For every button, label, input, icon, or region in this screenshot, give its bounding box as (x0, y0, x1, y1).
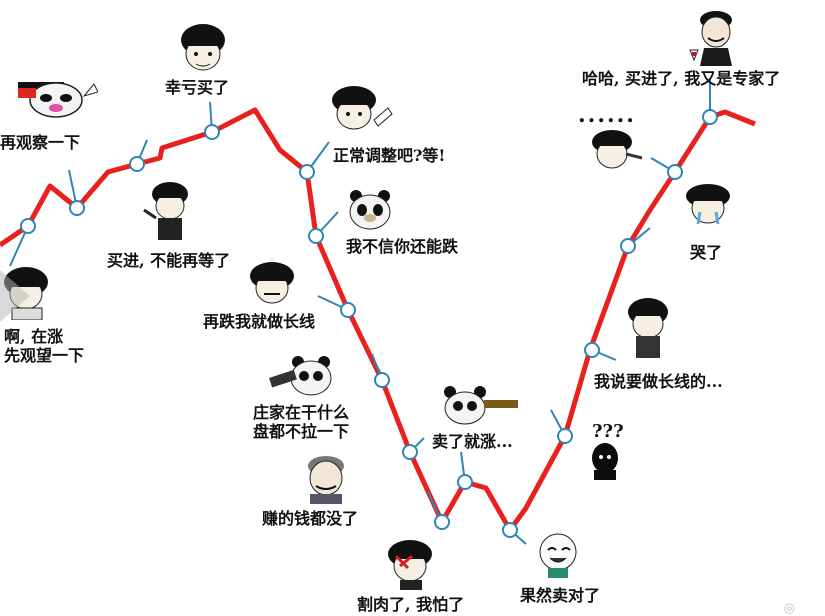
label-cried: 哭了 (690, 243, 723, 262)
mushroom-head-icon (628, 298, 668, 358)
price-point-marker (204, 124, 220, 140)
price-point-marker (308, 228, 324, 244)
laughing-face-icon (539, 533, 577, 578)
panda-waving-icon (18, 82, 98, 118)
suit-man-icon (689, 11, 732, 66)
label-ellipsis: ...... (578, 102, 636, 128)
panda-face-icon (444, 386, 518, 425)
price-point-marker (557, 428, 573, 444)
price-point-marker (129, 156, 145, 172)
label-lucky-bought: 幸亏买了 (165, 78, 230, 97)
panda-face-icon (349, 190, 391, 230)
label-expert-again: 哈哈, 买进了, 我又是专家了 (582, 69, 781, 88)
label-cut-loss: 割肉了, 我怕了 (357, 595, 465, 614)
left-edge-shadow (0, 270, 30, 322)
label-sold-right: 果然卖对了 (520, 586, 601, 605)
label-said-long-term: 我说要做长线的... (594, 372, 723, 391)
price-point-marker (702, 109, 718, 125)
label-normal-correction: 正常调整吧?等! (333, 146, 446, 165)
label-money-gone: 赚的钱都没了 (262, 509, 359, 528)
mushroom-crying-icon (388, 540, 432, 590)
label-dealer-question: 庄家在干什么 盘都不拉一下 (253, 403, 350, 441)
price-point-marker (457, 474, 473, 490)
label-dont-believe-fall: 我不信你还能跌 (346, 237, 459, 256)
crying-face-icon (686, 184, 730, 225)
price-point-marker (667, 164, 683, 180)
label-buy-now: 买进, 不能再等了 (107, 251, 231, 270)
label-question-marks: ??? (592, 421, 624, 442)
price-point-marker (69, 200, 85, 216)
watermark: ◎ (783, 601, 795, 616)
price-point-marker (434, 514, 450, 530)
mushroom-head-icon (143, 182, 188, 240)
price-point-marker (584, 342, 600, 358)
mushroom-head-icon (332, 86, 393, 130)
panda-face-icon (269, 356, 332, 396)
crying-face-icon (592, 130, 643, 169)
price-point-marker (299, 164, 315, 180)
price-point-marker (620, 238, 636, 254)
price-point-marker (374, 372, 390, 388)
shadow-figure-icon (592, 443, 618, 480)
price-point-marker (340, 302, 356, 318)
price-point-marker (502, 522, 518, 538)
mushroom-head-icon (250, 262, 294, 304)
label-observe: 再观察一下 (0, 133, 81, 152)
old-man-icon (308, 456, 344, 504)
price-point-marker (402, 444, 418, 460)
mushroom-head-icon (181, 24, 225, 71)
price-point-marker (20, 218, 36, 234)
label-rising-wait: 啊, 在涨 先观望一下 (4, 327, 85, 365)
label-sold-then-rises: 卖了就涨... (432, 432, 513, 451)
label-long-term: 再跌我就做长线 (203, 312, 316, 331)
